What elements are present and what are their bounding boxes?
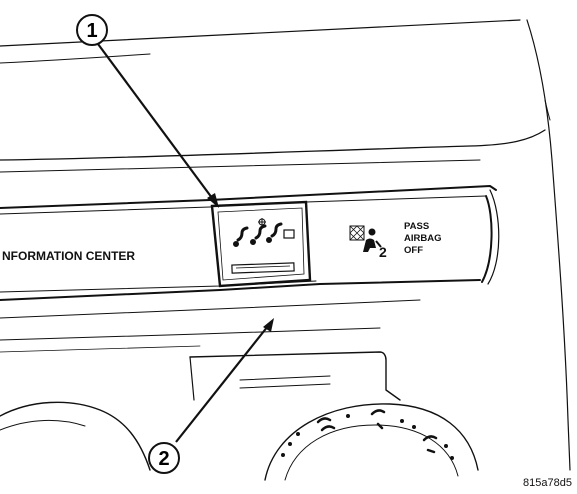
indicator-lamp <box>283 229 295 239</box>
dash-contour-upper <box>0 53 151 64</box>
climate-bezel-outline <box>189 351 401 401</box>
callout-2-number: 2 <box>158 448 169 470</box>
knob-markings <box>281 414 454 460</box>
pass-airbag-line2: AIRBAG <box>404 233 441 244</box>
climate-slot <box>239 375 331 381</box>
left-knob-arc-inner <box>0 419 86 431</box>
climate-bezel-left <box>189 356 195 401</box>
dash-right-seam <box>544 99 551 121</box>
bezel-bottom-edge <box>0 279 481 301</box>
dash-right-edge <box>526 19 571 471</box>
mode-icon-floor <box>370 409 386 430</box>
lower-dash-line-3 <box>0 345 201 353</box>
center-knob-arc-inner <box>284 424 459 481</box>
rear-vent-switch[interactable] <box>210 200 312 288</box>
mode-icon-vent <box>316 417 336 432</box>
pass-airbag-line1: PASS <box>404 221 429 232</box>
dash-contour-mid <box>0 129 546 161</box>
figure-reference-code: 815a78d5 <box>523 477 572 489</box>
airbag-warning-icon <box>349 225 382 252</box>
airbag-seat-number: 2 <box>379 244 387 260</box>
climate-slot-2 <box>239 383 331 389</box>
lower-dash-line-1 <box>0 299 421 319</box>
callout-2 <box>148 318 274 474</box>
dash-contour-top <box>0 19 521 47</box>
fan-small-icon <box>258 218 266 226</box>
bezel-right-cap <box>481 195 493 283</box>
center-knob-arc <box>264 403 479 481</box>
dash-contour-mid2 <box>0 159 481 173</box>
airflow-icon <box>233 222 283 247</box>
bezel-top-edge <box>0 185 497 209</box>
callout-1-number: 1 <box>86 20 97 42</box>
mode-icon-defrost <box>422 435 438 454</box>
pass-airbag-line3: OFF <box>404 245 423 256</box>
information-center-label: NFORMATION CENTER <box>2 249 135 263</box>
left-knob-arc <box>0 401 151 471</box>
bezel-right-cap-inner <box>487 189 500 285</box>
lower-dash-line-2 <box>0 327 381 341</box>
callout-1 <box>76 14 219 208</box>
